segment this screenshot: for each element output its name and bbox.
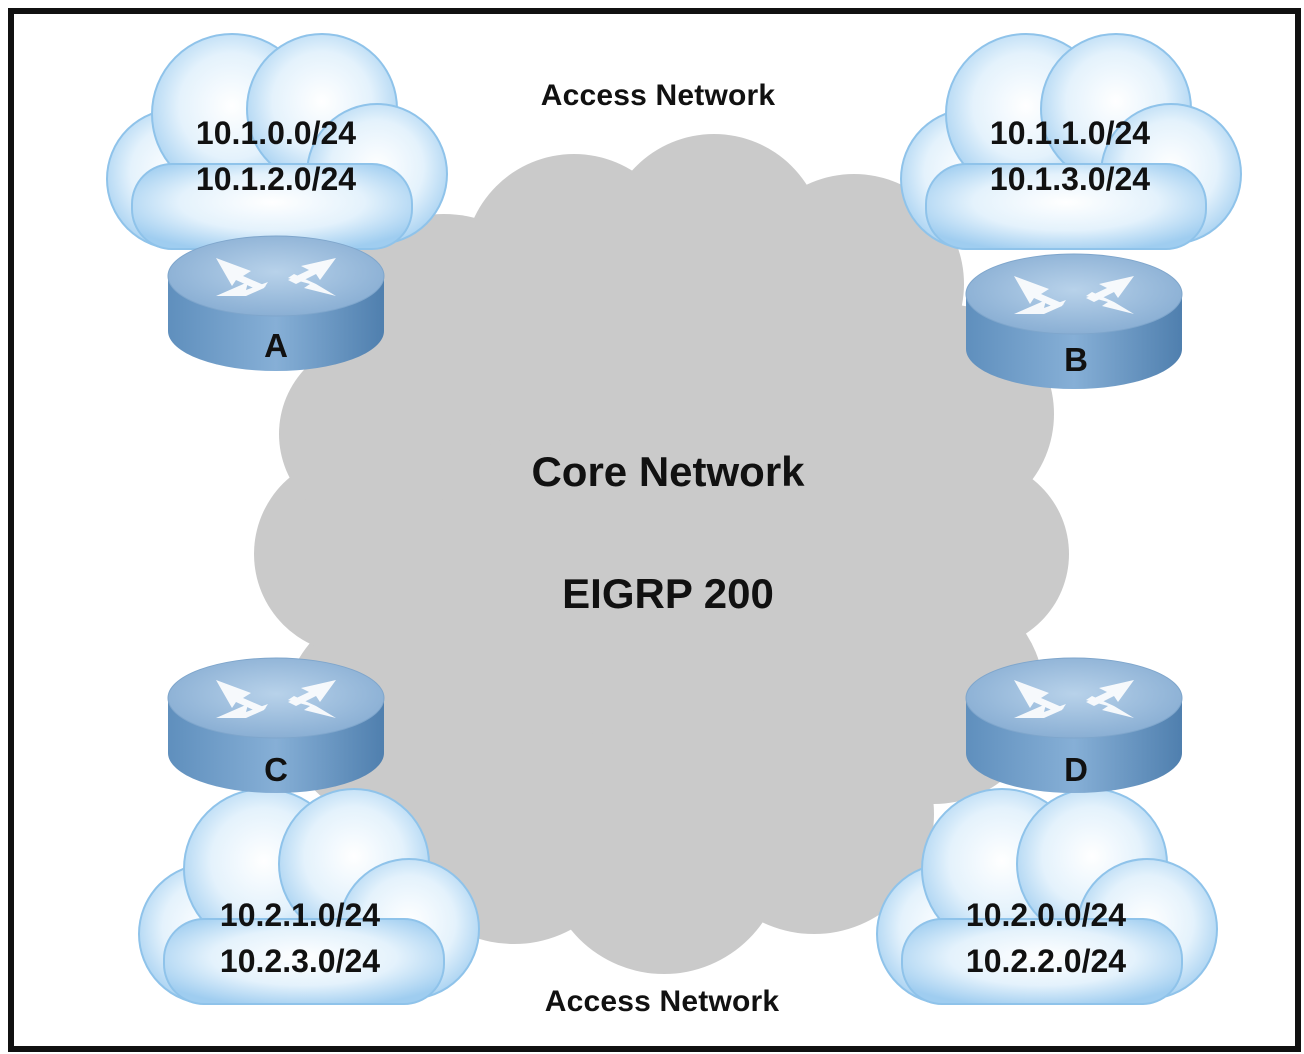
router-c-label: C [264, 751, 288, 788]
subnet-label: 10.1.2.0/24 [195, 161, 357, 197]
subnet-label: 10.1.3.0/24 [989, 161, 1151, 197]
subnet-label: 10.2.0.0/24 [965, 897, 1127, 933]
diagram-frame: Access Network Access Network Core Netwo… [8, 8, 1301, 1052]
diagram-canvas [106, 33, 1242, 1005]
subnet-label: 10.2.2.0/24 [965, 943, 1127, 979]
subnet-label: 10.2.3.0/24 [219, 943, 381, 979]
core-network-cloud-icon [254, 134, 1069, 974]
subnet-label: 10.1.1.0/24 [989, 115, 1151, 151]
core-network-title: Core Network [531, 448, 805, 495]
site-d-subnets: 10.2.0.0/24 10.2.2.0/24 [966, 892, 1126, 984]
router-b-label: B [1064, 341, 1088, 378]
eigrp-protocol-label: EIGRP 200 [562, 570, 774, 617]
router-a-label: A [264, 327, 288, 364]
access-network-top-label: Access Network [540, 79, 776, 112]
access-network-bottom-label: Access Network [544, 985, 780, 1018]
site-c-subnets: 10.2.1.0/24 10.2.3.0/24 [220, 892, 380, 984]
site-b-subnets: 10.1.1.0/24 10.1.3.0/24 [990, 110, 1150, 202]
site-a-subnets: 10.1.0.0/24 10.1.2.0/24 [196, 110, 356, 202]
subnet-label: 10.1.0.0/24 [195, 115, 357, 151]
subnet-label: 10.2.1.0/24 [219, 897, 381, 933]
router-d-label: D [1064, 751, 1088, 788]
